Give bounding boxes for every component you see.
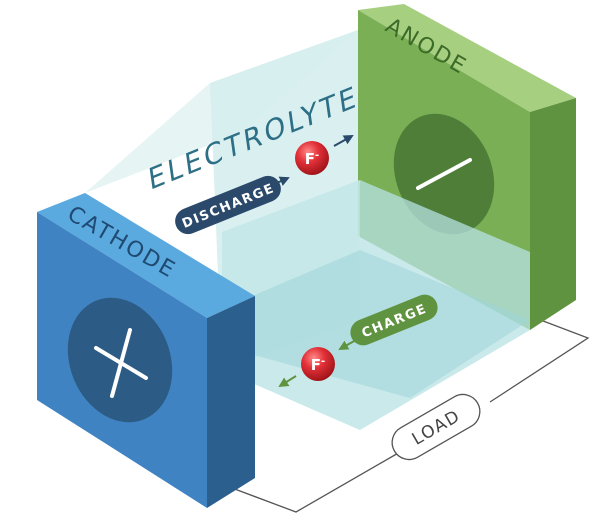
- discharge-pill: [175, 175, 281, 235]
- cathode-top-face: [37, 193, 255, 318]
- discharge-arrow: [269, 176, 290, 187]
- anode-top-face: [358, 4, 576, 112]
- charge-pill: [350, 294, 438, 346]
- charge-arrow: [338, 339, 357, 350]
- ion-top-arrow: [333, 135, 354, 147]
- anode-side-face: [530, 98, 576, 330]
- plus-icon: [94, 328, 148, 398]
- ion-top-label: F-: [305, 150, 319, 168]
- ion-bottom: F-: [278, 347, 335, 388]
- load-wire: [231, 315, 590, 513]
- load-box: [391, 393, 481, 461]
- ion-top: F-: [295, 135, 354, 175]
- minus-icon: [416, 158, 472, 190]
- ion-bottom-arrow: [278, 375, 297, 388]
- cathode-side-face: [207, 296, 255, 508]
- ion-bottom-label: F-: [311, 356, 325, 374]
